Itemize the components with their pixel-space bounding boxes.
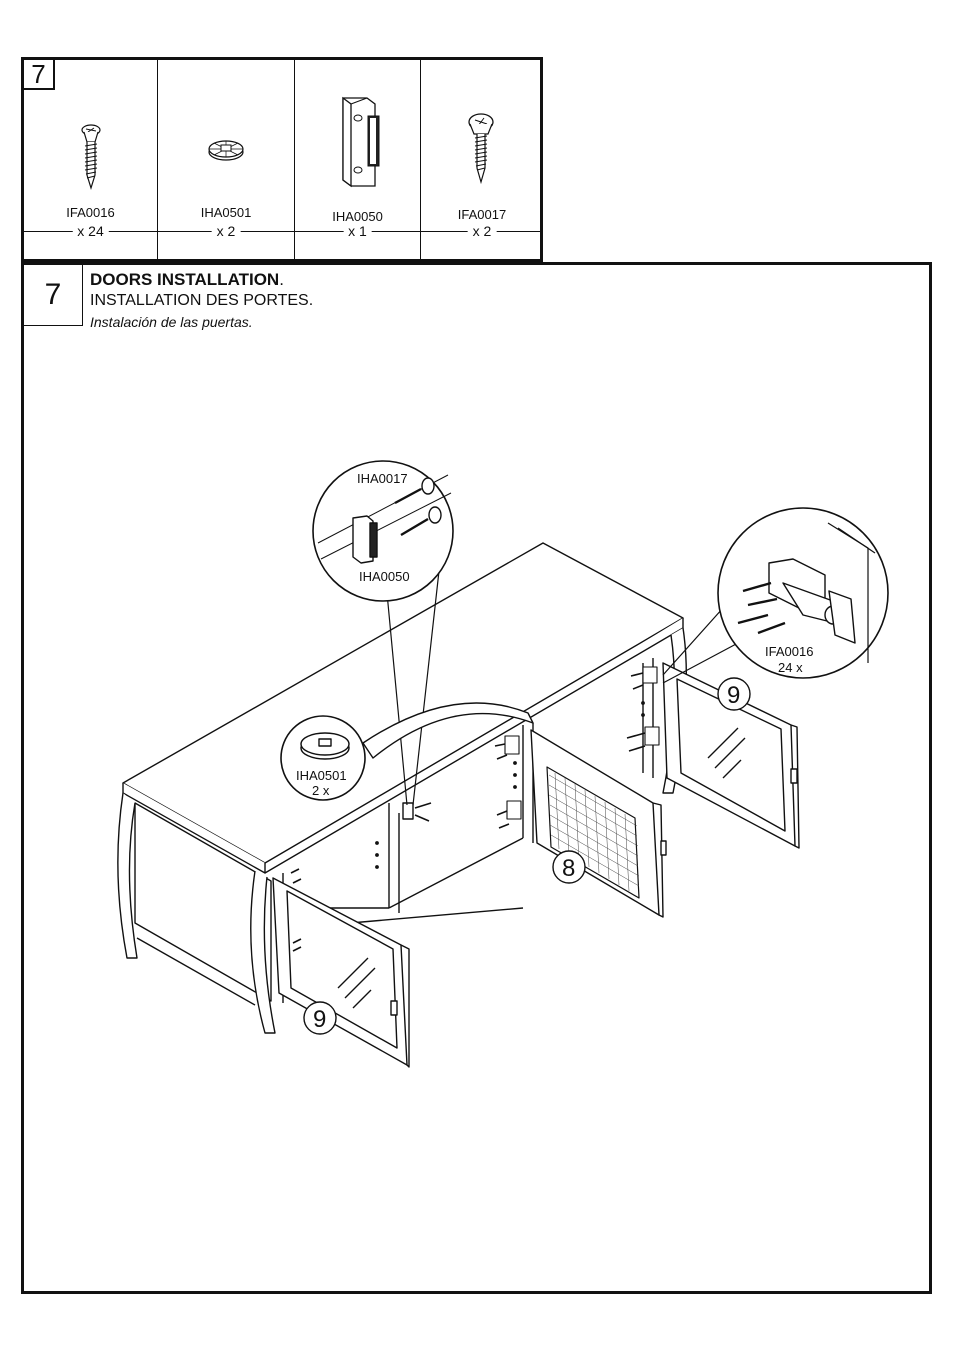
part-quantity: x 2 xyxy=(212,223,241,239)
part-cell-ifa0017: IFA0017 x 2 xyxy=(421,60,543,259)
hinge-screw-label: IFA0016 xyxy=(765,644,813,659)
bumper-label: IHA0501 xyxy=(296,768,347,783)
center-mesh-door xyxy=(531,730,666,917)
magnet-catch-label: IHA0050 xyxy=(359,569,410,584)
part-quantity: x 1 xyxy=(343,223,372,239)
step-frame: 7 DOORS INSTALLATION. INSTALLATION DES P… xyxy=(21,262,932,1294)
part-code: IHA0501 xyxy=(158,205,294,220)
part-cell-iha0050: IHA0050 x 1 xyxy=(295,60,421,259)
part-code: IFA0017 xyxy=(421,207,543,222)
part-quantity: x 2 xyxy=(468,223,497,239)
center-door-number: 8 xyxy=(562,855,575,882)
bumper-qty: 2 x xyxy=(312,783,330,798)
part-code: IFA0016 xyxy=(24,205,157,220)
magnet-screw-label: IHA0017 xyxy=(357,471,408,486)
hinge-screw-qty: 24 x xyxy=(778,660,803,675)
parts-table: 7 IFA0016 x 24 IHA0501 x 2 xyxy=(21,57,543,262)
left-door-number: 9 xyxy=(313,1006,326,1033)
assembly-diagram: IHA0017 IHA0050 IHA0501 2 x IFA0016 24 x… xyxy=(24,265,929,1291)
part-cell-iha0501: IHA0501 x 2 xyxy=(158,60,295,259)
right-door-number: 9 xyxy=(727,682,740,709)
part-cell-ifa0016: IFA0016 x 24 xyxy=(24,60,158,259)
magnet-catch xyxy=(403,803,431,821)
part-quantity: x 24 xyxy=(72,223,108,239)
part-code: IHA0050 xyxy=(295,209,420,224)
